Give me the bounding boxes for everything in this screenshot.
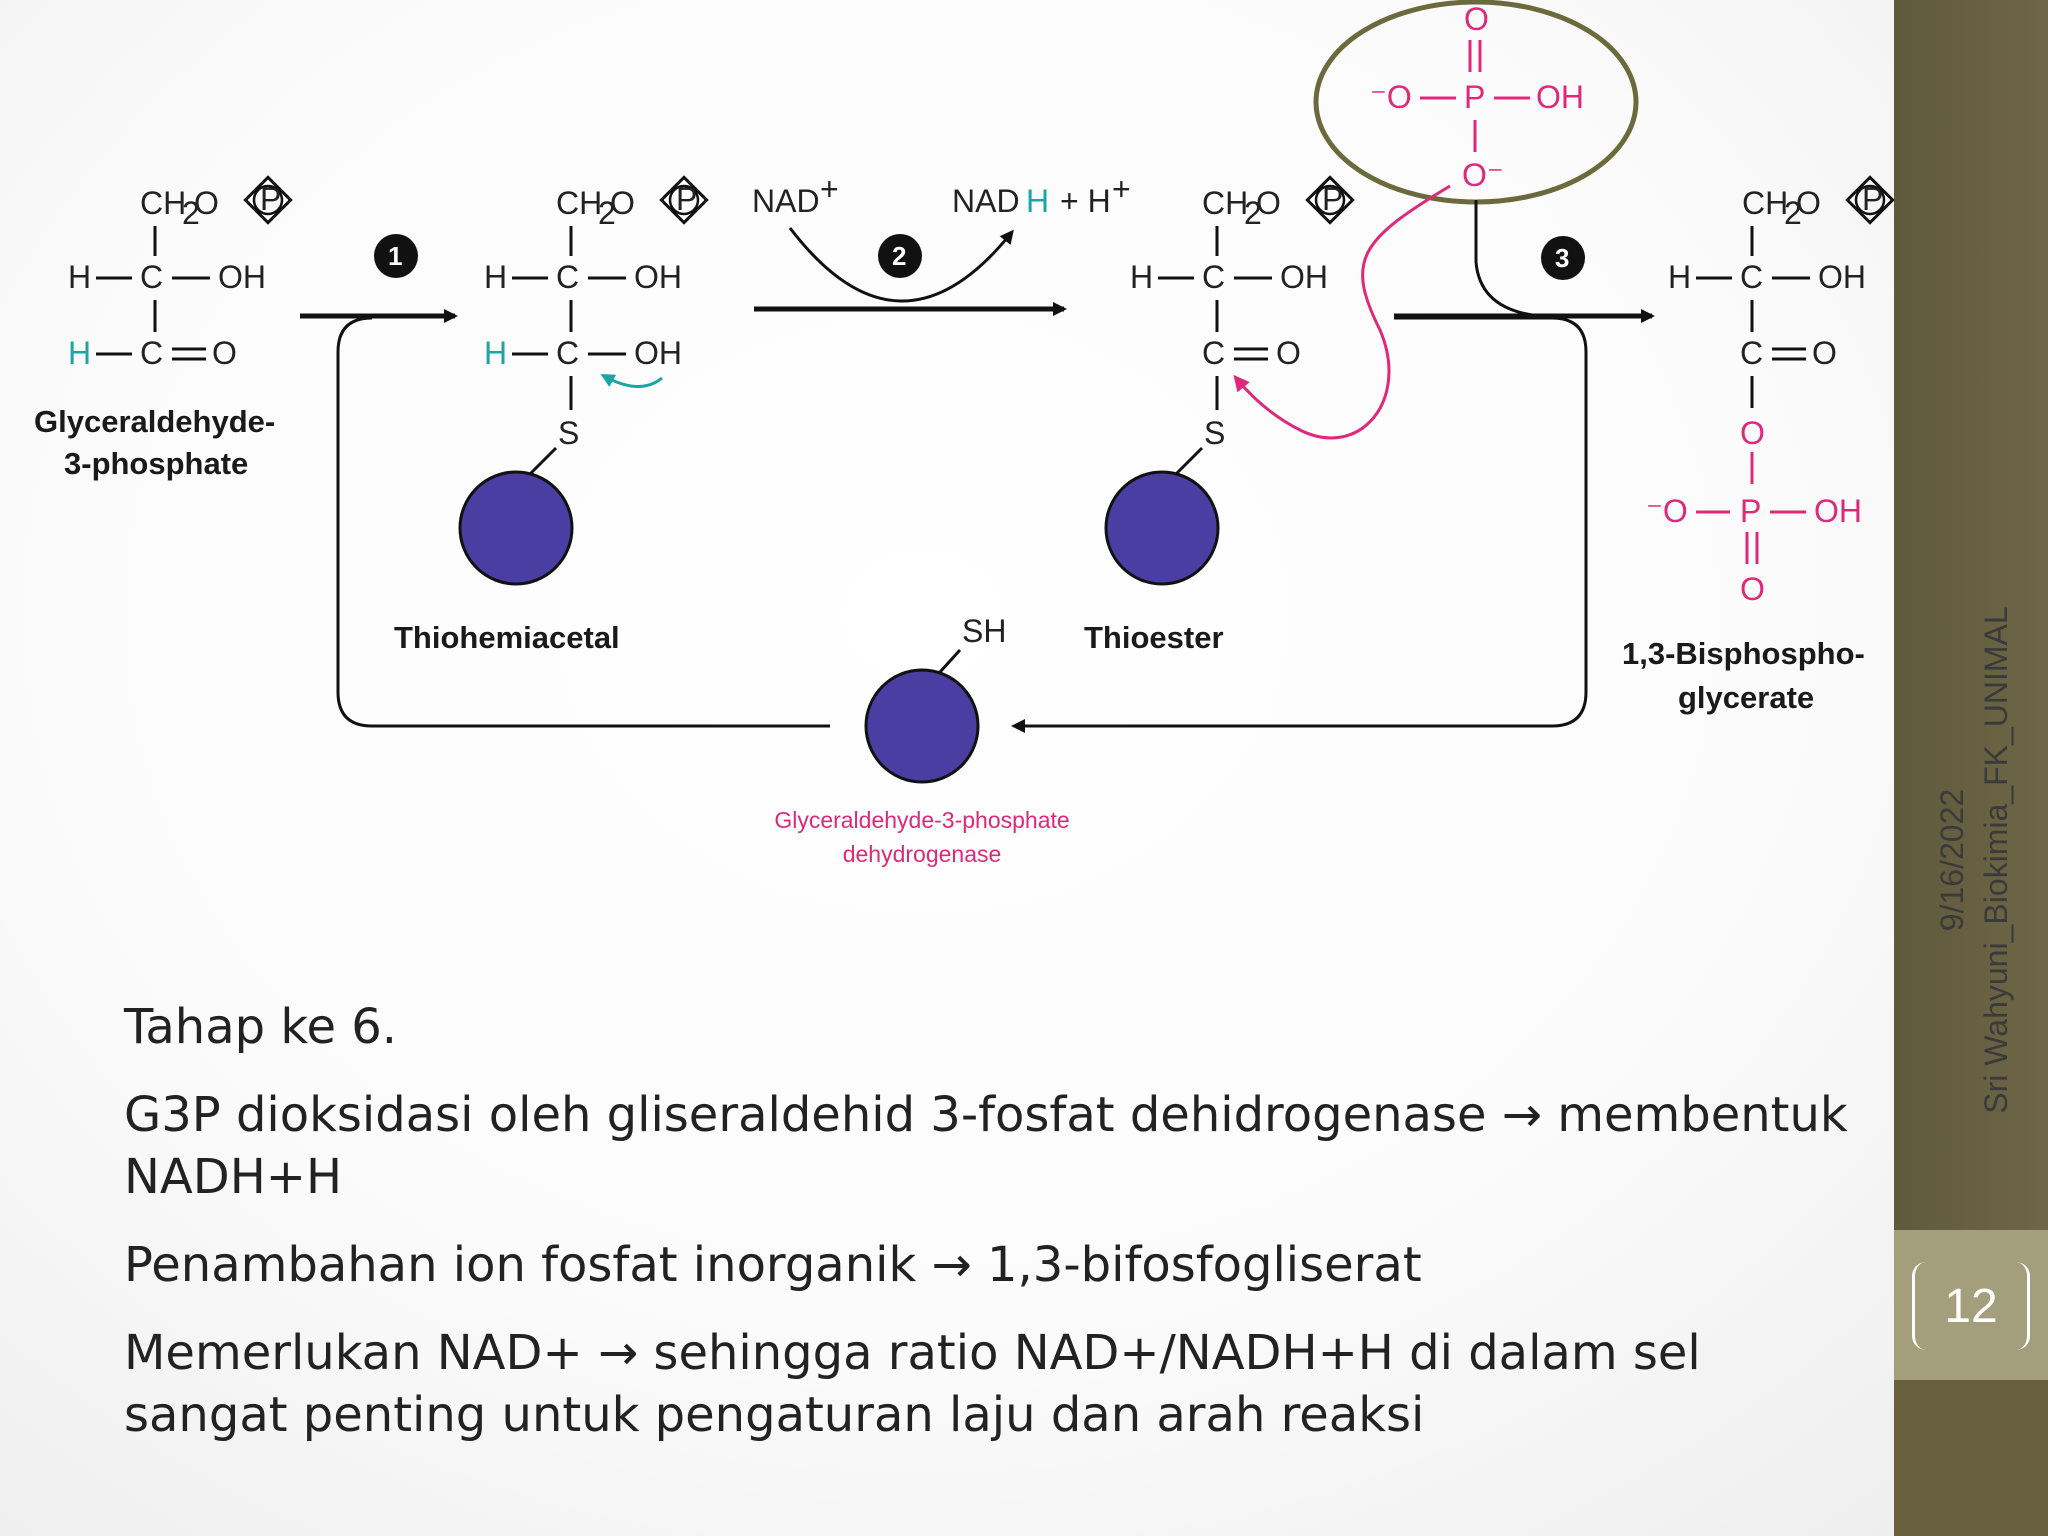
body-heading: Tahap ke 6. [124,999,398,1055]
nucleophilic-attack-arrow [1233,184,1451,440]
slide-author: Sri Wahyuni_Biokimia_FK_UNIMAL [1978,606,2014,1114]
thioester-structure: CH 2 O P H C OH C O S [1104,175,1355,586]
svg-text:O: O [610,185,635,221]
slide-date: 9/16/2022 [1934,788,1970,932]
step-2-badge [878,234,922,278]
svg-text:⁻O: ⁻O [1646,493,1688,529]
g3p-name-2: 3-phosphate [64,446,248,481]
bpg-name-1: 1,3-Bisphospho- [1622,636,1865,671]
svg-text:P: P [1740,493,1761,529]
svg-text:P: P [1322,181,1343,217]
svg-text:OH: OH [634,335,682,371]
sidebar-upper-panel [1894,0,2048,1230]
svg-text:O: O [1740,415,1765,451]
svg-text:O: O [1464,1,1489,37]
phosphate-icon: P [243,175,293,225]
nadh-label: NAD [952,183,1020,219]
svg-text:C: C [1740,335,1763,371]
svg-text:H: H [484,259,507,295]
slide-body: Tahap ke 6. G3P dioksidasi oleh gliseral… [124,996,1864,1472]
slide-footer: 9/16/2022 Sri Wahyuni_Biokimia_FK_UNIMAL [1930,510,2040,1210]
phosphate-icon: P [1845,175,1895,225]
svg-text:OH: OH [1818,259,1866,295]
inorganic-phosphate: O ⁻O P OH O⁻ [1370,1,1584,193]
svg-text:2: 2 [1784,195,1802,231]
svg-text:O⁻: O⁻ [1462,157,1504,193]
svg-text:2: 2 [892,241,906,271]
svg-text:3: 3 [1555,243,1569,273]
loop-right [1011,316,1588,733]
svg-text:OH: OH [1814,493,1862,529]
svg-text:SH: SH [962,613,1006,649]
svg-text:O: O [1256,185,1281,221]
svg-text:O: O [1276,335,1301,371]
svg-text:P: P [676,181,697,217]
svg-text:O: O [1796,185,1821,221]
phosphate-icon: P [1305,175,1355,225]
svg-text:H: H [68,335,91,371]
svg-text:+: + [820,171,839,207]
svg-text:O: O [212,335,237,371]
svg-text:O: O [194,185,219,221]
svg-text:S: S [558,415,579,451]
body-para-3: Memerlukan NAD+ → sehingga ratio NAD+/NA… [124,1325,1701,1443]
reaction-diagram: CH 2 O P H C OH H C O Glyceraldehyde- 3-… [34,0,1895,867]
svg-text:C: C [556,259,579,295]
step-1-badge [374,234,418,278]
svg-text:OH: OH [634,259,682,295]
svg-text:1: 1 [388,241,402,271]
g3p-structure: CH 2 O P H C OH H C O [68,175,293,371]
bpg-structure: CH 2 O P H C OH C O O ⁻O P OH O [1646,175,1895,607]
step-3-badge [1541,236,1585,280]
thioester-name: Thioester [1084,620,1224,655]
svg-text:O: O [1740,571,1765,607]
svg-text:H: H [1130,259,1153,295]
thiohemiacetal-structure: CH 2 O P H C OH H C OH S [458,175,709,586]
svg-text:S: S [1204,415,1225,451]
svg-text:H: H [1668,259,1691,295]
svg-text:C: C [140,259,163,295]
svg-text:OH: OH [1280,259,1328,295]
svg-text:2: 2 [598,195,616,231]
svg-text:CH: CH [140,185,186,221]
svg-text:C: C [1202,335,1225,371]
nad-cofactor-arrow [788,227,1014,303]
svg-text:P: P [260,181,281,217]
svg-text:C: C [1740,259,1763,295]
svg-text:H: H [1026,183,1049,219]
svg-text:2: 2 [1244,195,1262,231]
enzyme-ball [1104,470,1220,586]
loop-left [336,316,830,728]
nad-plus-label: NAD [752,183,820,219]
thiohemiacetal-name: Thiohemiacetal [394,620,620,655]
body-para-2: Penambahan ion fosfat inorganik → 1,3-bi… [124,1237,1422,1293]
svg-text:C: C [140,335,163,371]
svg-text:CH: CH [556,185,602,221]
bpg-name-2: glycerate [1678,680,1814,715]
page-number: 12 [1912,1262,2030,1350]
enzyme-name-2: dehydrogenase [843,841,1002,867]
svg-text:O: O [1812,335,1837,371]
body-para-1: G3P dioksidasi oleh gliseraldehid 3-fosf… [124,1087,1848,1205]
phosphate-icon: P [659,175,709,225]
svg-text:H: H [484,335,507,371]
page-number-box [1894,1230,2048,1380]
svg-text:+: + [1112,171,1131,207]
svg-text:OH: OH [1536,79,1584,115]
svg-text:C: C [1202,259,1225,295]
svg-text:H: H [68,259,91,295]
enzyme-name-1: Glyceraldehyde-3-phosphate [774,807,1069,833]
free-enzyme-ball [864,668,980,784]
svg-text:OH: OH [218,259,266,295]
svg-text:+ H: + H [1060,183,1111,219]
g3p-name-1: Glyceraldehyde- [34,404,275,439]
svg-text:CH: CH [1742,185,1788,221]
enzyme-ball [458,470,574,586]
svg-text:2: 2 [182,195,200,231]
svg-text:C: C [556,335,579,371]
svg-text:⁻O: ⁻O [1370,79,1412,115]
svg-text:P: P [1862,181,1883,217]
svg-text:CH: CH [1202,185,1248,221]
svg-text:P: P [1464,79,1485,115]
